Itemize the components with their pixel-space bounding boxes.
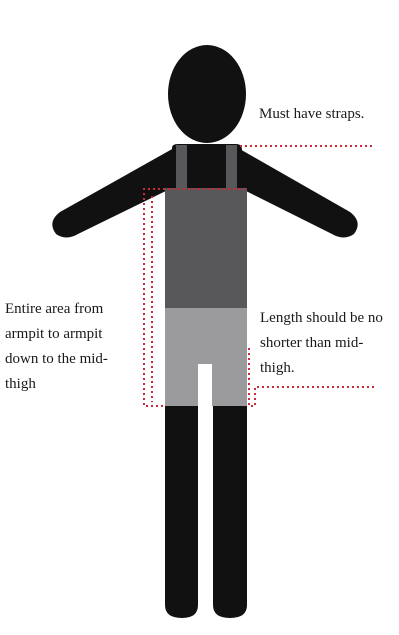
- top-garment: [165, 188, 247, 308]
- shorts-gap: [198, 364, 212, 406]
- figure-right-arm: [236, 148, 358, 238]
- left-strap: [176, 145, 187, 193]
- figure-left-leg: [165, 406, 198, 618]
- straps-annotation: Must have straps.: [259, 102, 394, 127]
- length-annotation: Length should be no shorter than mid-thi…: [260, 306, 395, 381]
- right-strap: [226, 145, 237, 193]
- coverage-area-annotation: Entire area from armpit to armpit down t…: [5, 297, 130, 397]
- figure-right-leg: [213, 406, 247, 618]
- figure-head: [168, 45, 246, 143]
- figure-left-arm: [52, 148, 176, 238]
